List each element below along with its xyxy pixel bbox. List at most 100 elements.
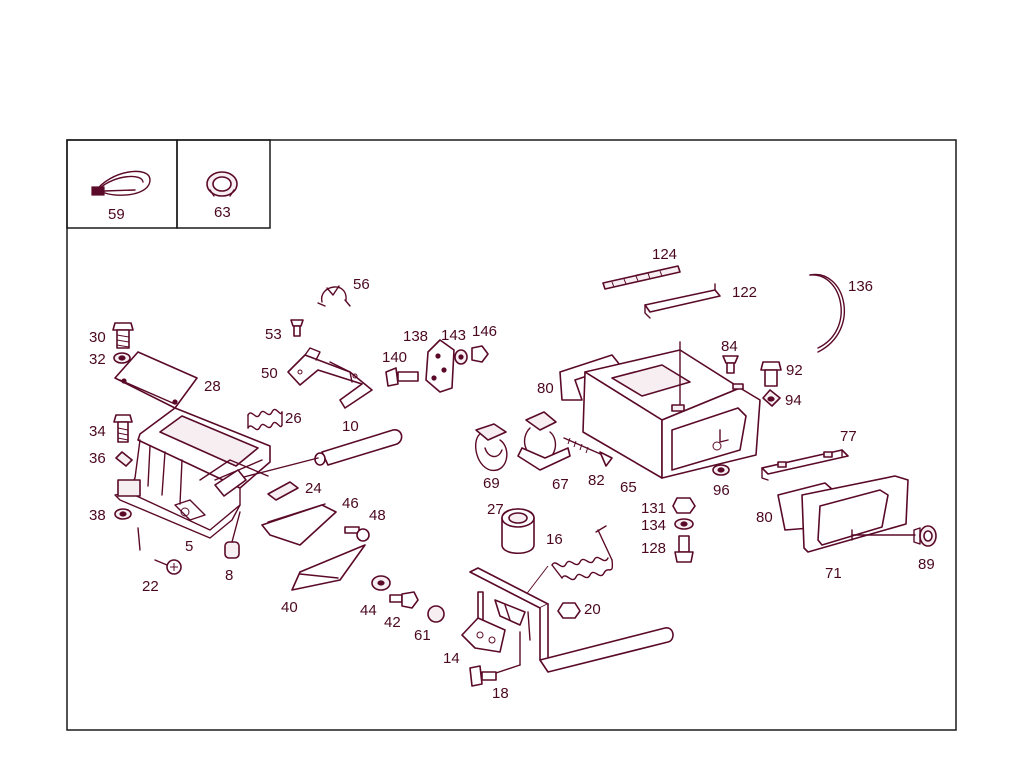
callout-143: 143	[441, 327, 466, 344]
housing-65-part	[559, 341, 761, 479]
callout-89: 89	[918, 556, 935, 573]
leader-16	[524, 565, 549, 597]
callout-140: 140	[382, 349, 407, 366]
callout-44: 44	[360, 602, 377, 619]
washer-134-part	[674, 518, 694, 530]
screw-82-part	[563, 437, 613, 467]
callout-42: 42	[384, 614, 401, 631]
callout-48: 48	[369, 507, 386, 524]
callout-53: 53	[265, 326, 282, 343]
callout-84: 84	[721, 338, 738, 355]
callout-40: 40	[281, 599, 298, 616]
callout-14: 14	[443, 650, 460, 667]
cap-61-part	[427, 605, 445, 623]
nut-146-part	[471, 345, 489, 363]
sleeve-27-part	[501, 508, 535, 555]
grommet-part	[206, 171, 238, 197]
callout-122: 122	[732, 284, 757, 301]
callout-59: 59	[108, 206, 125, 223]
washer-143-part	[454, 349, 468, 365]
bracket-14-part	[461, 591, 506, 653]
bracket-77-part	[761, 449, 849, 481]
rail-122-part	[644, 283, 721, 319]
screw-48-part	[344, 526, 370, 542]
callout-8: 8	[225, 567, 233, 584]
bushing-8-part	[224, 511, 241, 559]
cable-tie-part	[91, 170, 151, 196]
diagram-frame	[66, 139, 957, 731]
bolt-42-part	[389, 591, 419, 609]
callout-124: 124	[652, 246, 677, 263]
grommet-89-part	[913, 525, 937, 547]
bolt-34-part	[113, 414, 133, 443]
callout-92: 92	[786, 362, 803, 379]
callout-56: 56	[353, 276, 370, 293]
callout-65: 65	[620, 479, 637, 496]
callout-71: 71	[825, 565, 842, 582]
callout-69: 69	[483, 475, 500, 492]
block-24-part	[214, 469, 299, 501]
callout-20: 20	[584, 601, 601, 618]
callout-26: 26	[285, 410, 302, 427]
arc-136-part	[809, 273, 845, 353]
washer-32-part	[113, 352, 131, 364]
washer-44-part	[371, 575, 391, 591]
clip-36-part	[115, 451, 133, 467]
callout-18: 18	[492, 685, 509, 702]
callout-94: 94	[785, 392, 802, 409]
callout-10: 10	[342, 418, 359, 435]
washer-38-part	[114, 508, 132, 520]
plate-138-part	[425, 339, 455, 393]
lever-assembly-part	[469, 567, 674, 676]
cover-71-part	[777, 475, 916, 553]
callout-131: 131	[641, 500, 666, 517]
clip-part	[317, 285, 351, 307]
holder-67-part	[517, 411, 571, 471]
callout-16: 16	[546, 531, 563, 548]
strip-124-part	[602, 265, 681, 290]
bolt-128-part	[674, 535, 694, 563]
screw-84-part	[722, 355, 739, 374]
callout-24: 24	[305, 480, 322, 497]
callout-80-upper: 80	[537, 380, 554, 397]
callout-22: 22	[142, 578, 159, 595]
callout-32: 32	[89, 351, 106, 368]
callout-36: 36	[89, 450, 106, 467]
bracket-46-part	[261, 503, 337, 546]
wedge-40-part	[291, 544, 366, 591]
callout-96: 96	[713, 482, 730, 499]
spring-26-part	[247, 408, 283, 431]
callout-61: 61	[414, 627, 431, 644]
callout-30: 30	[89, 329, 106, 346]
rod-10-part	[239, 429, 403, 479]
callout-34: 34	[89, 423, 106, 440]
clamp-69-part	[474, 423, 508, 471]
bolt-92-part	[760, 361, 782, 387]
plate-28-part	[114, 351, 198, 409]
callout-146: 146	[472, 323, 497, 340]
callout-80-lower: 80	[756, 509, 773, 526]
callout-5: 5	[185, 538, 193, 555]
bolt-18-part	[469, 665, 497, 687]
callout-67: 67	[552, 476, 569, 493]
callout-128: 128	[641, 540, 666, 557]
screw-53-part	[290, 319, 304, 337]
inset-box-63	[176, 139, 271, 229]
bolt-140-part	[385, 367, 419, 387]
clip-94-part	[762, 389, 781, 407]
callout-63: 63	[214, 204, 231, 221]
screw-22-part	[137, 527, 182, 575]
washer-96-part	[712, 464, 730, 476]
nut-20-part	[557, 602, 581, 619]
callout-38: 38	[89, 507, 106, 524]
callout-28: 28	[204, 378, 221, 395]
callout-50: 50	[261, 365, 278, 382]
nut-131-part	[672, 497, 696, 514]
bracket-50-part	[287, 347, 373, 409]
callout-134: 134	[641, 517, 666, 534]
callout-138: 138	[403, 328, 428, 345]
callout-77: 77	[840, 428, 857, 445]
bolt-30-part	[112, 322, 134, 349]
bellows-16-part	[551, 525, 614, 581]
